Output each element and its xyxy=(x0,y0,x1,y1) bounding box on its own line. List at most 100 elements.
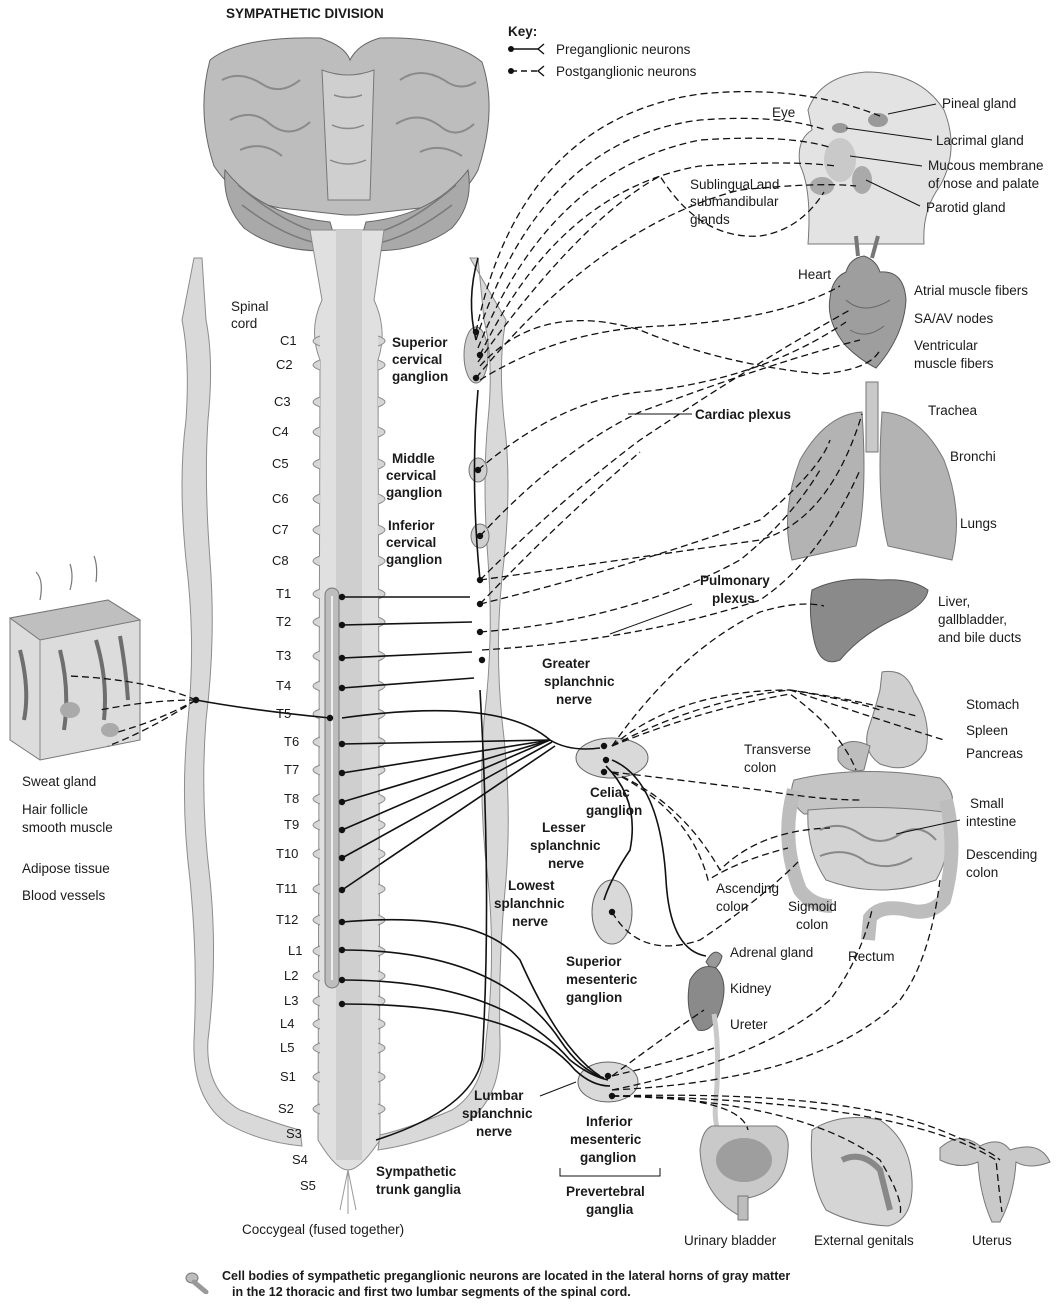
nerve-root-left-l4 xyxy=(313,1019,320,1029)
superior-mesenteric-label-2: mesenteric xyxy=(566,972,638,987)
nerve-root-left-c3 xyxy=(313,397,320,407)
segment-label-l4: L4 xyxy=(280,1016,294,1031)
small-intestine-label-2: intestine xyxy=(966,814,1016,829)
hair-follicle-label: Hair follicle xyxy=(22,802,88,817)
trachea-label: Trachea xyxy=(928,403,978,418)
prevertebral-label-2: ganglia xyxy=(586,1202,634,1217)
nerve-root-right-s1 xyxy=(378,1072,385,1082)
brain-illustration xyxy=(204,38,489,251)
preganglionic-fibers xyxy=(196,258,706,1140)
liver-illustration xyxy=(810,579,928,662)
middle-cervical-label-1: Middle xyxy=(392,451,435,466)
legend-pre-symbol xyxy=(508,44,544,54)
superior-mesenteric-label-1: Superior xyxy=(566,954,622,969)
parotid-label: Parotid gland xyxy=(926,200,1006,215)
greater-splanchnic-label-2: splanchnic xyxy=(544,674,615,689)
middle-cervical-label-2: cervical xyxy=(386,468,436,483)
segment-label-c1: C1 xyxy=(280,333,297,348)
ascending-label-1: Ascending xyxy=(716,881,779,896)
adrenal-label: Adrenal gland xyxy=(730,945,813,960)
pulmonary-plexus-label-1: Pulmonary xyxy=(700,573,770,588)
diagram-title: SYMPATHETIC DIVISION xyxy=(226,6,384,21)
segment-label-c3: C3 xyxy=(274,394,291,409)
cardiac-plexus-label: Cardiac plexus xyxy=(695,407,791,422)
lesser-splanchnic-label-1: Lesser xyxy=(542,820,586,835)
nerve-root-right-l2 xyxy=(378,971,385,981)
segment-labels: C1C2C3C4C5C6C7C8T1T2T3T4T5T6T7T8T9T10T11… xyxy=(272,333,316,1193)
legend-postganglionic: Postganglionic neurons xyxy=(556,64,697,79)
nerve-root-left-t2 xyxy=(313,617,320,627)
blood-vessels-label: Blood vessels xyxy=(22,888,106,903)
nerve-root-left-l5 xyxy=(313,1043,320,1053)
nerve-root-left-c6 xyxy=(313,494,320,504)
segment-label-l2: L2 xyxy=(284,968,298,983)
nerve-root-right-t4 xyxy=(378,681,385,691)
inferior-cervical-label-1: Inferior xyxy=(388,518,435,533)
ventricular-label-2: muscle fibers xyxy=(914,356,994,371)
segment-label-t12: T12 xyxy=(276,912,298,927)
nerve-root-left-c5 xyxy=(313,459,320,469)
prevertebral-label-1: Prevertebral xyxy=(566,1184,645,1199)
segment-label-t8: T8 xyxy=(284,791,299,806)
nerve-root-left-c2 xyxy=(313,360,320,370)
bladder-label: Urinary bladder xyxy=(684,1233,777,1248)
lacrimal-label: Lacrimal gland xyxy=(936,133,1024,148)
sigmoid-label-1: Sigmoid xyxy=(788,899,837,914)
nerve-root-left-t1 xyxy=(313,589,320,599)
segment-label-l3: L3 xyxy=(284,993,298,1008)
footer-line-1: Cell bodies of sympathetic preganglionic… xyxy=(222,1268,790,1284)
descending-label-2: colon xyxy=(966,865,998,880)
nerve-root-left-l3 xyxy=(313,996,320,1006)
sublingual-label-2: submandibular xyxy=(690,194,779,209)
nerve-root-left-c8 xyxy=(313,556,320,566)
segment-label-t1: T1 xyxy=(276,586,291,601)
nerve-root-right-c2 xyxy=(378,360,385,370)
lowest-splanchnic-label-2: splanchnic xyxy=(494,896,565,911)
nerve-root-right-c3 xyxy=(378,397,385,407)
atrial-label: Atrial muscle fibers xyxy=(914,283,1028,298)
liver-label-2: gallbladder, xyxy=(938,612,1007,627)
pulmonary-plexus-leader xyxy=(610,604,692,634)
segment-label-c7: C7 xyxy=(272,522,289,537)
lumbar-splanchnic-leader xyxy=(540,1082,576,1096)
legend-preganglionic: Preganglionic neurons xyxy=(556,42,691,57)
transverse-label-2: colon xyxy=(744,760,776,775)
legend: Key: Preganglionic neurons Postganglioni… xyxy=(508,24,697,79)
footer-note: Cell bodies of sympathetic preganglionic… xyxy=(222,1268,790,1300)
inferior-cervical-label-3: ganglion xyxy=(386,552,442,567)
pineal-label: Pineal gland xyxy=(942,96,1016,111)
segment-label-t2: T2 xyxy=(276,614,291,629)
ascending-label-2: colon xyxy=(716,899,748,914)
segment-label-c5: C5 xyxy=(272,456,289,471)
left-chain-illustration xyxy=(182,258,302,1146)
nerve-root-right-s2 xyxy=(378,1104,385,1114)
lesser-splanchnic-label-3: nerve xyxy=(548,856,585,871)
kidney-illustration xyxy=(688,952,728,1150)
nerve-root-right-t8 xyxy=(378,794,385,804)
segment-label-s1: S1 xyxy=(280,1069,296,1084)
nerve-root-left-t4 xyxy=(313,681,320,691)
heart-label: Heart xyxy=(798,267,831,282)
segment-label-c6: C6 xyxy=(272,491,289,506)
nerve-root-right-c7 xyxy=(378,525,385,535)
nerve-root-left-s2 xyxy=(313,1104,320,1114)
segment-label-t11: T11 xyxy=(276,881,297,896)
nerve-root-right-t9 xyxy=(378,820,385,830)
nerve-root-left-t11 xyxy=(313,884,320,894)
segment-label-t6: T6 xyxy=(284,734,299,749)
superior-cervical-label-1: Superior xyxy=(392,335,448,350)
celiac-label-2: ganglion xyxy=(586,803,642,818)
sympathetic-trunk-label-2: trunk ganglia xyxy=(376,1182,461,1197)
descending-label-1: Descending xyxy=(966,847,1037,862)
sympathetic-trunk-label-1: Sympathetic xyxy=(376,1164,457,1179)
nerve-root-left-c4 xyxy=(313,427,320,437)
middle-cervical-label-3: ganglion xyxy=(386,485,442,500)
inferior-mesenteric-label-2: mesenteric xyxy=(570,1132,642,1147)
nerve-root-right-c5 xyxy=(378,459,385,469)
nerve-root-right-t6 xyxy=(378,737,385,747)
mucous-label-1: Mucous membrane xyxy=(928,158,1044,173)
sublingual-label-1: Sublingual and xyxy=(690,177,779,192)
legend-post-symbol xyxy=(508,66,544,76)
sympathetic-chain-illustration xyxy=(378,258,508,1150)
nerve-root-left-l2 xyxy=(313,971,320,981)
